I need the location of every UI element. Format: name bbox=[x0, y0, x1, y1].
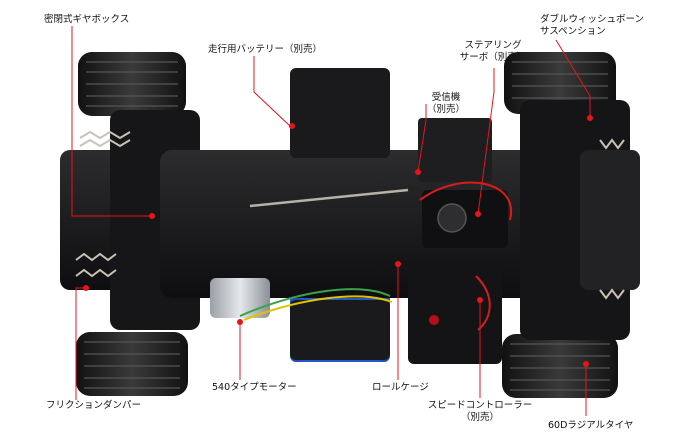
label-esc: スピードコントローラー （別売） bbox=[418, 400, 542, 424]
red-dot-marker bbox=[149, 213, 155, 219]
chassis-frame bbox=[60, 68, 640, 364]
tire-front-left bbox=[78, 52, 186, 116]
label-wishbone: ダブルウィッシュボーン サスペンション bbox=[540, 14, 644, 38]
label-receiver: 受信機 （別売） bbox=[416, 92, 476, 116]
label-friction-damper: フリクションダンパー bbox=[46, 400, 142, 411]
red-dot-marker bbox=[583, 361, 589, 367]
label-receiver-line2: （別売） bbox=[426, 104, 465, 115]
red-dot-marker bbox=[237, 319, 243, 325]
front-left-damper bbox=[79, 130, 131, 148]
red-dot-marker bbox=[415, 169, 421, 175]
wiring bbox=[239, 181, 513, 331]
label-sealed-gearbox: 密閉式ギヤボックス bbox=[44, 14, 130, 25]
label-tire: 60Dラジアルタイヤ bbox=[548, 420, 634, 431]
red-dot-marker bbox=[395, 261, 401, 267]
steering-linkage bbox=[249, 188, 409, 208]
red-dot-marker bbox=[587, 115, 593, 121]
red-dot-marker bbox=[475, 211, 481, 217]
label-battery: 走行用バッテリー（別売） bbox=[208, 44, 323, 55]
tire-front-right bbox=[504, 52, 616, 114]
label-esc-line2: （別売） bbox=[460, 412, 499, 423]
red-dot-marker bbox=[289, 123, 295, 129]
red-dot-markers bbox=[83, 115, 593, 367]
red-dot-marker bbox=[477, 297, 483, 303]
label-steering-servo: ステアリング サーボ（別売） bbox=[438, 40, 548, 64]
label-steering-servo-line1: ステアリング bbox=[464, 40, 522, 51]
rear-left-damper bbox=[75, 252, 117, 278]
label-wishbone-line1: ダブルウィッシュボーン bbox=[540, 14, 645, 25]
right-damper bbox=[599, 138, 625, 300]
leader-lines bbox=[71, 26, 591, 416]
label-receiver-line1: 受信機 bbox=[431, 92, 461, 103]
red-dot-marker bbox=[83, 285, 89, 291]
tire-rear-left bbox=[76, 332, 188, 396]
label-roll-cage: ロールケージ bbox=[372, 382, 429, 393]
tire-rear-right bbox=[502, 334, 618, 398]
label-steering-servo-line2: サーボ（別売） bbox=[459, 52, 527, 63]
label-wishbone-line2: サスペンション bbox=[540, 26, 606, 37]
label-motor: 540タイプモーター bbox=[212, 382, 297, 393]
label-esc-line1: スピードコントローラー bbox=[427, 400, 533, 411]
